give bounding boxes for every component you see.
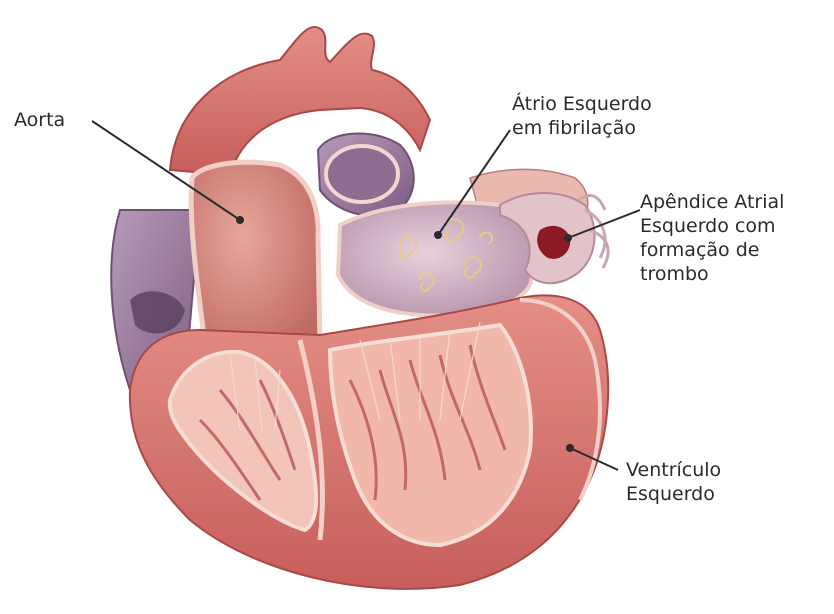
label-left-atrium: Átrio Esquerdo em fibrilação (512, 92, 652, 140)
label-aorta: Aorta (14, 108, 65, 132)
left-atrium (338, 202, 534, 315)
label-left-ventricle: Ventrículo Esquerdo (626, 458, 721, 506)
aorta-wall (191, 162, 320, 350)
label-atrial-appendage: Apêndice Atrial Esquerdo com formação de… (640, 190, 784, 286)
pulmonary-artery-lumen (326, 146, 398, 202)
